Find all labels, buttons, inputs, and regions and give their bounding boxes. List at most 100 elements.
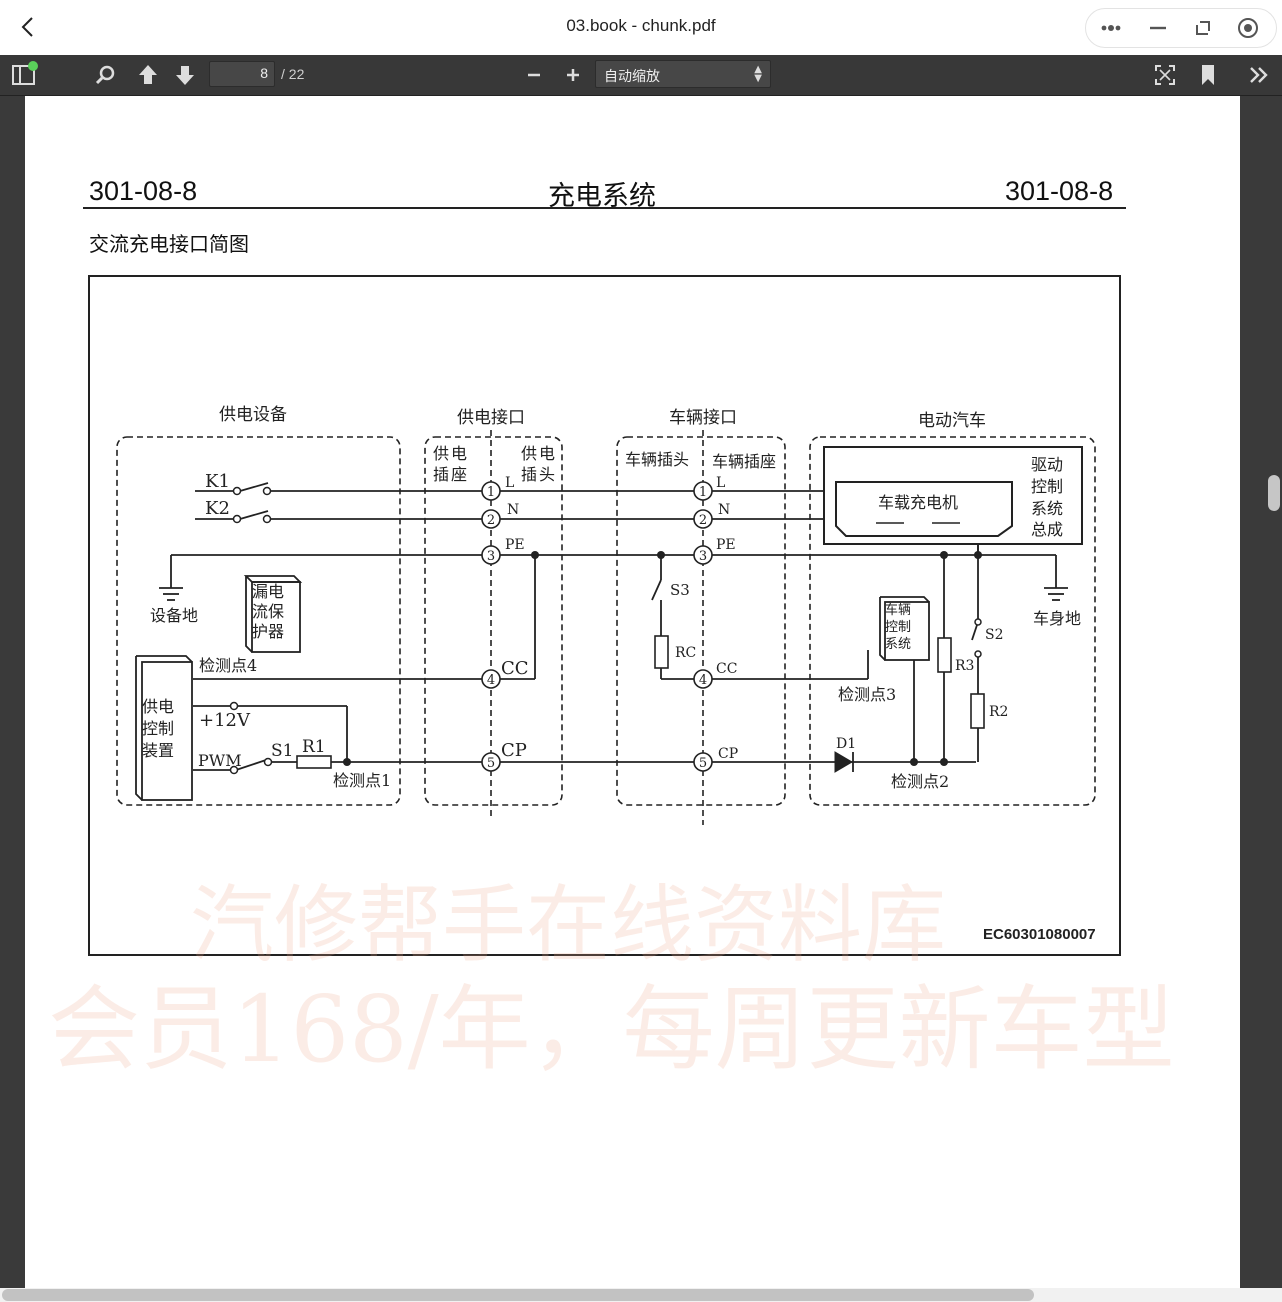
leakage-protector-line-2: 流保 [252,602,284,621]
supply-control-device-block [141,661,193,801]
restore-icon[interactable] [1188,13,1218,43]
k1-switch-blade [239,482,269,492]
leakage-protector-line-3: 护器 [252,622,284,641]
pin-2-supply [481,509,501,529]
vertical-scrollbar-thumb[interactable] [1268,475,1280,511]
group-label-electric-vehicle: 电动汽车 [918,411,986,431]
rc-resistor [654,635,669,669]
pdf-toolbar: 8 / 22 自动缩放 ▲▼ [0,55,1282,96]
control-device-line-3: 装置 [142,741,174,760]
vehicle-control-line-1: 车辆 [885,602,911,618]
pin-label-l: L [505,475,514,491]
pin-label-cc-vehicle: CC [716,661,737,677]
header-rule [83,207,1126,209]
pdf-viewer[interactable] [0,96,1282,1302]
detect-point-3-label: 检测点3 [838,685,896,704]
page-number-input[interactable]: 8 [209,61,275,87]
drive-control-line-1: 驱动 [1031,455,1063,474]
page-total: / 22 [281,66,305,82]
pin-2-vehicle [693,509,713,529]
supply-socket-label-b: 插座 [433,465,467,484]
zoom-select[interactable]: 自动缩放 ▲▼ [595,60,771,88]
sidebar-toggle-icon[interactable] [10,61,38,89]
previous-page-icon[interactable] [134,61,162,89]
pin-label-l-vehicle: L [716,475,725,491]
pin-label-cp-vehicle: CP [718,746,738,762]
group-vehicle-interface-box [616,436,786,806]
control-device-line-2: 控制 [142,719,174,738]
window-controls [1085,8,1277,48]
group-supply-interface-box [424,436,563,806]
pdf-page [25,96,1240,1289]
k2-switch-blade [239,510,269,520]
pin-number-4: 4 [487,673,495,688]
tools-menu-icon[interactable] [1245,61,1273,89]
group-label-supply-equipment: 供电设备 [219,405,287,425]
d1-label: D1 [836,736,856,752]
pin-5-supply [481,752,501,772]
select-arrows-icon: ▲▼ [754,64,762,84]
control-device-line-1: 供电 [142,697,174,716]
zoom-value: 自动缩放 [604,69,660,85]
zoom-in-icon[interactable] [559,61,587,89]
group-supply-equipment-box [116,436,401,806]
pin-4-supply [481,669,501,689]
supply-socket-label-a: 供电 [433,444,467,463]
next-page-icon[interactable] [171,61,199,89]
presentation-mode-icon[interactable] [1151,61,1179,89]
d1-diode [834,751,853,773]
back-icon[interactable] [16,14,42,40]
pin-label-pe-vehicle: PE [716,537,736,553]
supply-plug-label-b: 插头 [521,465,555,484]
pwm-label: PWM [198,751,242,770]
pin-label-cp: CP [501,740,527,761]
drive-control-line-2: 控制 [1031,477,1063,496]
minimize-icon[interactable] [1143,13,1173,43]
rc-label: RC [675,645,696,661]
zoom-out-icon[interactable] [520,61,548,89]
pin-number-1: 1 [487,485,495,500]
s2-label: S2 [985,627,1004,643]
leakage-protector-block [251,581,301,653]
s3-blade [651,579,662,601]
vehicle-socket-label: 车辆插座 [712,452,776,471]
page-header-title: 充电系统 [548,181,656,212]
pin-label-cc: CC [501,658,529,679]
pin-3-supply [481,545,501,565]
onboard-charger-label: 车载充电机 [878,493,958,512]
vehicle-plug-label: 车辆插头 [625,450,689,469]
detect-point-2-label: 检测点2 [891,772,949,791]
more-icon[interactable] [1096,13,1126,43]
vehicle-control-block [884,601,930,661]
bookmark-icon[interactable] [1194,61,1222,89]
watermark-line-2: 会员168/年，每周更新车型 [48,976,1175,1083]
r1-resistor [296,755,332,769]
pin-1-vehicle [693,481,713,501]
pin-label-pe: PE [505,537,525,553]
plus12v-label: +12V [199,710,251,731]
page-header-right: 301-08-8 [1005,176,1114,206]
section-title: 交流充电接口简图 [89,232,249,256]
search-icon[interactable] [91,61,119,89]
pin-number-5-vehicle: 5 [699,756,707,771]
pin-4-vehicle [693,669,713,689]
s3-label: S3 [670,581,690,599]
group-label-supply-interface: 供电接口 [457,408,525,428]
pin-number-2-vehicle: 2 [699,513,707,528]
equipment-ground-label: 设备地 [150,606,198,625]
leakage-protector-line-1: 漏电 [252,582,284,601]
r2-resistor [970,693,985,729]
figure-code: EC60301080007 [983,926,1096,943]
pin-label-n: N [507,502,519,518]
horizontal-scrollbar-thumb[interactable] [2,1289,1034,1301]
drive-control-line-4: 总成 [1031,520,1063,539]
record-icon[interactable] [1233,13,1263,43]
k1-label: K1 [205,471,230,492]
s1-label: S1 [271,741,293,761]
figure-frame [88,275,1121,956]
r3-resistor [937,637,952,673]
s1-blade [235,759,267,771]
r3-label: R3 [955,658,974,674]
supply-plug-label-a: 供电 [521,444,555,463]
k2-label: K2 [205,498,230,519]
